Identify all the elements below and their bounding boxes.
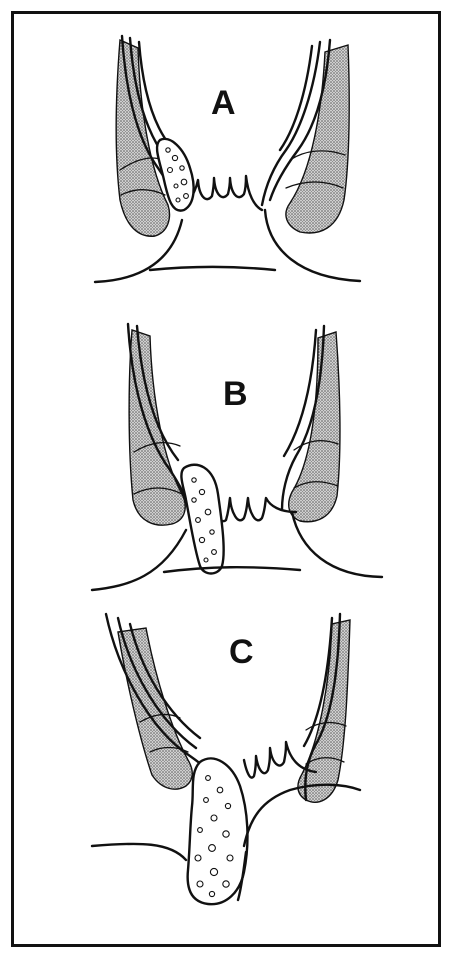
abscess-illustration-c — [92, 614, 360, 904]
panel-label-c: C — [229, 633, 254, 671]
panel-label-b: B — [223, 375, 248, 413]
panel-a: A — [95, 36, 360, 282]
abscess-illustration-a — [95, 36, 360, 282]
panel-b: B — [92, 324, 382, 590]
panel-label-a: A — [211, 84, 236, 122]
abscess-illustration-b — [92, 324, 382, 590]
panel-c: C — [92, 614, 360, 904]
